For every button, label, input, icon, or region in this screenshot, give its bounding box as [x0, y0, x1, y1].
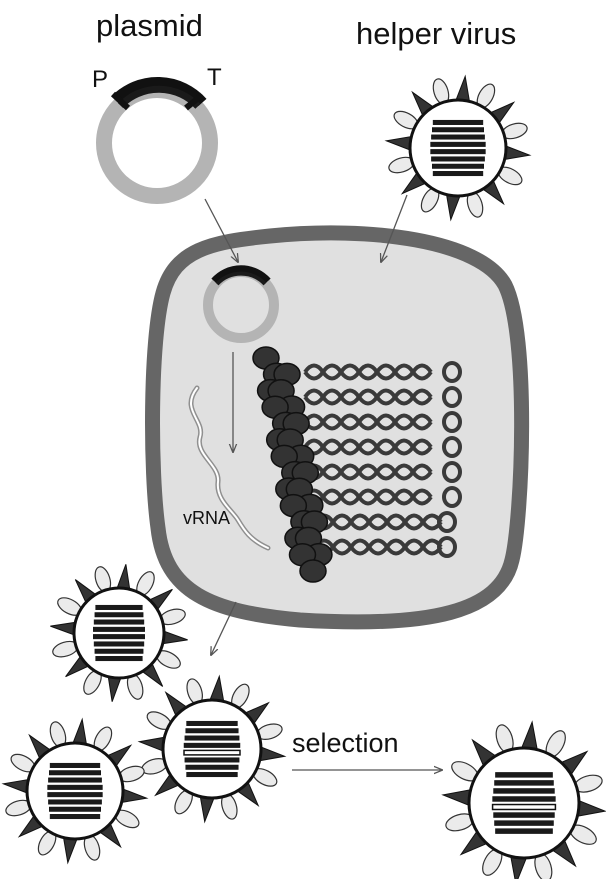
rnp-segment-bar — [95, 613, 143, 618]
rnp-segment-bar — [48, 800, 101, 805]
terminator-label: T — [207, 64, 222, 92]
rnp-segment-bar — [93, 627, 144, 632]
plasmid-label: plasmid — [96, 8, 203, 44]
rnp-segment-bar — [50, 763, 100, 768]
rnp-segment-bar — [494, 813, 555, 818]
rnp-segment-bar — [49, 771, 101, 776]
recombinant-segment — [184, 750, 240, 755]
rnp-segment-bar — [433, 171, 483, 176]
rnp-segment-bar — [495, 772, 552, 777]
rnp-segment-bar — [187, 772, 238, 777]
plasmid-icon — [104, 82, 210, 196]
rnp-segment-bar — [49, 807, 101, 812]
rnp-segment-bar — [186, 729, 239, 734]
rnp-segment-bar — [96, 605, 143, 610]
progeny-virion-3 — [3, 719, 146, 862]
selection-label: selection — [292, 728, 399, 759]
rnp-segment-bar — [185, 758, 239, 763]
progeny-virion-1 — [50, 564, 187, 701]
rnp-segment-bar — [432, 128, 484, 133]
promoter-label: P — [92, 66, 108, 94]
rnp-segment-bar — [94, 620, 144, 625]
rnp-segment-bar — [431, 135, 484, 140]
rnp-segment-bar — [187, 721, 238, 726]
rnp-segment-bar — [431, 157, 484, 162]
recombinant-segment — [493, 805, 556, 810]
helper-virus-label: helper virus — [356, 16, 516, 52]
rnp-segment-bar — [433, 120, 483, 125]
rnp-segment-bar — [431, 149, 486, 154]
rnp-segment-bar — [432, 164, 484, 169]
rnp-segment-bar — [495, 829, 552, 834]
nucleoprotein-blob — [300, 560, 326, 582]
helper-virus-particle — [386, 76, 529, 219]
rnp-segment-bar — [96, 656, 143, 661]
rnp-segment-bar — [494, 821, 553, 826]
rnp-segment-bar — [184, 743, 240, 748]
rnp-segment-bar — [493, 797, 556, 802]
rnp-segment-bar — [48, 778, 101, 783]
selected-virion — [443, 722, 605, 879]
rnp-segment-bar — [48, 785, 103, 790]
rnp-segment-bar — [93, 634, 144, 639]
rnp-segment-bar — [185, 736, 239, 741]
vrna-label: vRNA — [183, 508, 230, 529]
rnp-segment-bar — [94, 642, 144, 647]
rnp-segment-bar — [50, 814, 100, 819]
rnp-segment-bar — [494, 788, 555, 793]
rnp-segment-bar — [95, 649, 143, 654]
rnp-segment-bar — [48, 792, 103, 797]
progeny-virion-2 — [139, 676, 284, 821]
rnp-segment-bar — [186, 765, 239, 770]
rnp-segment-bar — [494, 780, 553, 785]
rnp-segment-bar — [431, 142, 486, 147]
